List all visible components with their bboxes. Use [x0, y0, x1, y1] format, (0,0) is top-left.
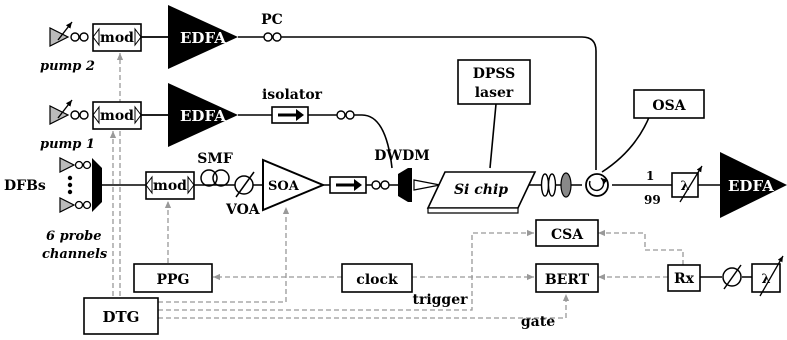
edfa-pump1: EDFA — [168, 83, 238, 147]
dtg-to-soa — [158, 207, 290, 303]
rx: Rx — [667, 264, 701, 292]
bert-label: BERT — [545, 272, 590, 288]
si-chip-label: Si chip — [454, 182, 508, 198]
dpss-label-line1: DPSS — [473, 66, 516, 82]
mod-probe: mod — [145, 171, 195, 200]
voa-label: VOA — [225, 202, 261, 218]
lens-filter — [540, 172, 572, 198]
pc-probe — [371, 180, 390, 190]
bert: BERT — [535, 263, 599, 293]
dtg: DTG — [83, 297, 159, 335]
osa: OSA — [633, 89, 705, 119]
fiber-paths — [93, 36, 752, 278]
pump2-laser — [49, 21, 89, 47]
mod-pump1: mod — [92, 101, 142, 130]
dfb-array — [59, 157, 102, 213]
smf-coil — [200, 169, 230, 187]
dtg-label: DTG — [103, 308, 140, 326]
smf-label: SMF — [197, 151, 233, 167]
fiber-dpss — [489, 103, 497, 169]
mod-label: mod — [153, 178, 187, 194]
edfa-label: EDFA — [180, 29, 226, 47]
isolator-label: isolator — [262, 87, 323, 103]
trigger-label: trigger — [412, 292, 468, 308]
ppg: PPG — [133, 263, 213, 293]
fiber-pump2-to-circulator — [238, 36, 597, 170]
lambda-label: λ — [761, 272, 770, 287]
gate-label: gate — [521, 314, 555, 330]
lambda-label: λ — [680, 179, 689, 194]
probe-label-line1: 6 probe — [46, 229, 102, 244]
voa — [234, 171, 255, 198]
mod-label: mod — [100, 108, 134, 124]
pc-label: PC — [261, 12, 283, 28]
isolator-probe — [329, 176, 367, 194]
soa-label: SOA — [268, 179, 300, 194]
tunable-filter-output: λ — [671, 165, 703, 203]
dpss-laser: DPSS laser — [457, 59, 531, 105]
edfa-label: EDFA — [728, 177, 774, 195]
dpss-label-line2: laser — [475, 85, 514, 101]
fiber-mod-edfa — [141, 36, 168, 116]
pc-pump1 — [336, 110, 355, 120]
csa-label: CSA — [551, 227, 584, 243]
dwdm-label: DWDM — [374, 148, 430, 164]
electrical-lines — [109, 52, 684, 319]
si-chip: Si chip — [426, 171, 537, 214]
rx-label: Rx — [674, 271, 695, 287]
fiber-osa-tap — [601, 114, 651, 173]
pump1-label: pump 1 — [40, 137, 95, 152]
trigger-to-csa — [158, 229, 534, 311]
probe-label-line2: channels — [42, 247, 108, 262]
gate-to-bert — [158, 294, 570, 319]
voa-rx — [722, 264, 742, 290]
edfa-output: EDFA — [720, 152, 787, 218]
csa: CSA — [535, 219, 599, 247]
split-1-label: 1 — [646, 169, 654, 183]
clock: clock — [341, 263, 413, 293]
pc-loops — [263, 32, 282, 42]
edfa-pump2: EDFA — [168, 5, 238, 69]
mod-pump2: mod — [92, 23, 142, 52]
pump2-label: pump 2 — [40, 59, 95, 74]
mod-label: mod — [100, 30, 134, 46]
split-99-label: 99 — [644, 193, 661, 207]
ppg-label: PPG — [156, 272, 189, 288]
pump1-laser — [49, 99, 89, 125]
circulator — [585, 173, 609, 197]
dfbs-label: DFBs — [4, 178, 46, 194]
dwdm-coupler — [398, 168, 441, 202]
edfa-label: EDFA — [180, 107, 226, 125]
isolator-pump1 — [271, 106, 309, 124]
tunable-filter-rx: λ — [751, 255, 784, 297]
clock-label: clock — [356, 272, 398, 288]
rx-to-csa — [598, 229, 684, 265]
fiber-pump1-to-dwdm — [238, 114, 393, 169]
soa: SOA — [262, 158, 326, 212]
osa-label: OSA — [652, 98, 686, 114]
